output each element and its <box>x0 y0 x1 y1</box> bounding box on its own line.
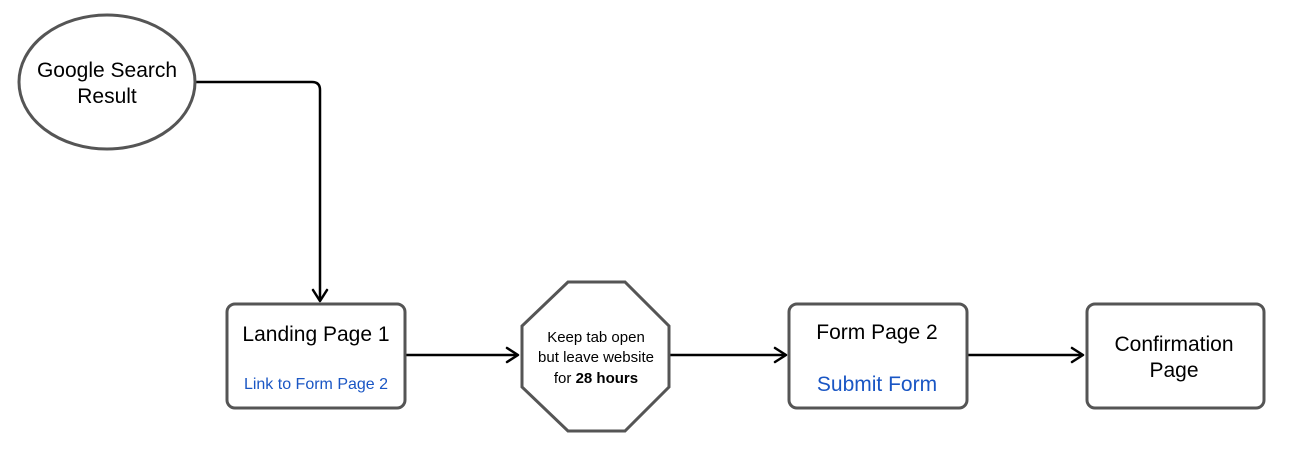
connector-stop-to-form <box>668 346 788 364</box>
start-ellipse <box>17 13 197 151</box>
node-landing-page-1: Landing Page 1 Link to Form Page 2 <box>225 302 407 410</box>
submit-form-link[interactable]: Submit Form <box>817 373 937 396</box>
stop-note-line3-prefix: for <box>554 370 576 387</box>
stop-octagon <box>520 280 671 433</box>
node-form-page-2: Form Page 2 Submit Form <box>787 302 969 410</box>
landing-page-box <box>225 302 407 410</box>
arrowhead-right <box>505 346 520 364</box>
stop-note-duration: 28 hours <box>576 370 639 387</box>
stop-note-line3: for 28 hours <box>554 370 638 387</box>
confirmation-label-line2: Page <box>1149 359 1198 382</box>
google-search-label-line2: Result <box>77 85 137 108</box>
landing-page-title: Landing Page 1 <box>242 323 389 346</box>
arrowhead-down <box>311 288 329 303</box>
connector-form-to-confirmation <box>965 346 1085 364</box>
node-wait-stop-sign: Keep tab open but leave website for 28 h… <box>520 280 671 433</box>
arrowhead-right <box>1070 346 1085 364</box>
connector-landing-to-stop <box>403 346 520 364</box>
connector-search-to-landing <box>193 80 329 303</box>
arrowhead-right <box>773 346 788 364</box>
confirmation-label-line1: Confirmation <box>1114 333 1233 356</box>
stop-note-line2: but leave website <box>538 349 654 366</box>
node-google-search-result: Google Search Result <box>17 13 197 151</box>
confirmation-box <box>1085 302 1266 410</box>
form-page-box <box>787 302 969 410</box>
google-search-label-line1: Google Search <box>37 59 177 82</box>
form-page-title: Form Page 2 <box>816 321 937 344</box>
node-confirmation-page: Confirmation Page <box>1085 302 1266 410</box>
link-to-form-page-2[interactable]: Link to Form Page 2 <box>244 376 388 393</box>
stop-note-line1: Keep tab open <box>547 329 645 346</box>
